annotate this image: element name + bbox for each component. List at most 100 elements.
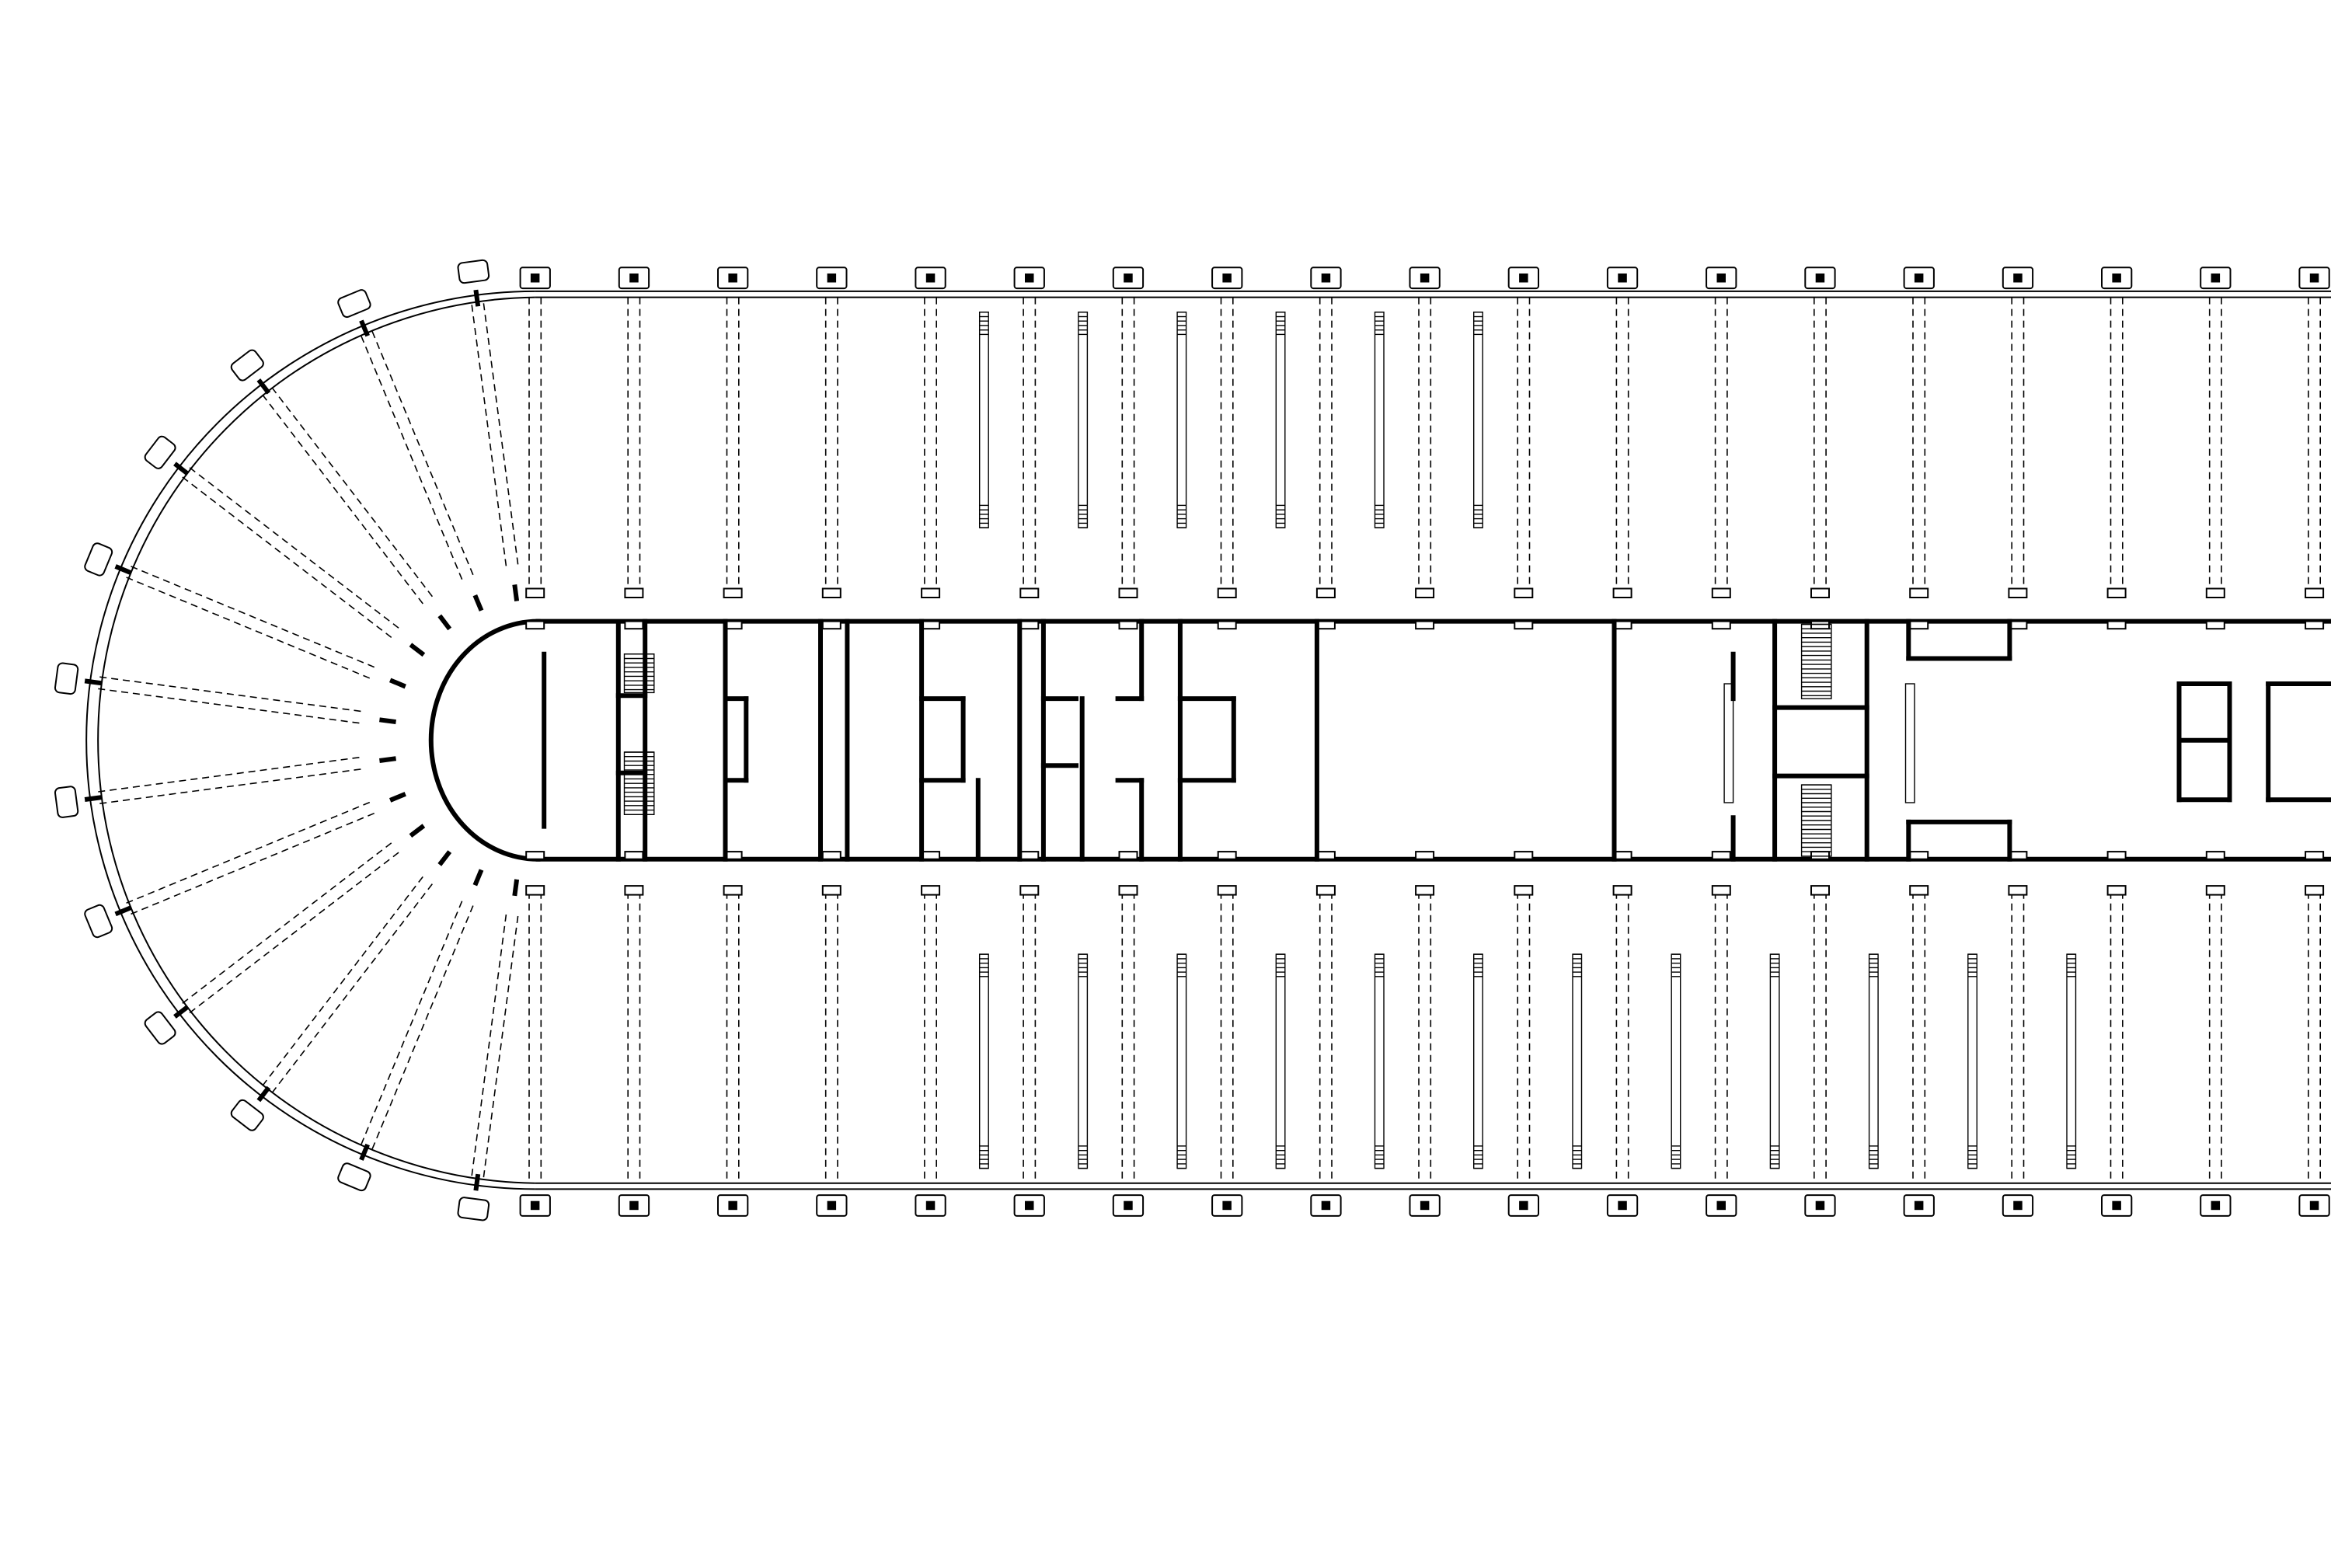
radial-shell-tick [84,795,102,802]
radial-rib-dash [126,577,371,680]
radial-shell-tick [256,378,271,395]
rib-pad-top-core [2211,274,2221,283]
column-corridor-bottom [821,851,841,860]
rib-pad-top-core [1124,274,1133,283]
shell-arc [97,296,535,1184]
stair-bottom [1671,953,1681,1169]
stair-top [978,312,989,528]
stair-bottom [1275,953,1286,1169]
radial-rib-dash [371,904,475,1150]
radial-rib-dash [126,801,371,904]
rib-pad-bottom-core [2013,1200,2023,1211]
rib-pad-bottom-core [1420,1200,1430,1211]
rib-pad-bottom-core [827,1200,837,1211]
radial-rib-dash [483,303,519,566]
radial-rib-stub [512,879,520,897]
column-stub-bottom [1810,885,1830,896]
column-stub-bottom [1217,885,1237,896]
stair-bottom [1769,953,1780,1169]
column-stub-bottom [1315,885,1336,896]
radial-rib-stub [472,869,484,887]
rib-pad-top-core [2013,274,2023,283]
radial-rib-stub [437,850,452,866]
radial-rib-stub [388,678,406,689]
radial-pad-body [337,289,371,319]
column-stub-top [1612,587,1632,598]
column-corridor-bottom [1019,851,1040,860]
radial-rib-dash [131,812,376,915]
rib-pad-bottom-core [2309,1200,2319,1211]
radial-pad [84,542,113,577]
rib-pad-bottom-core [1716,1200,1726,1211]
radial-pad [230,349,264,382]
stair-top [1374,312,1385,528]
radial-rib-dash [131,566,376,668]
column-stub-top [1909,587,1929,598]
radial-rib-dash [271,387,434,598]
bays [519,267,2330,1217]
radial-rib-stub [472,594,484,612]
column-corridor-bottom [921,851,941,860]
column-stub-top [821,587,841,598]
column-corridor-bottom [2305,851,2325,860]
radial-rib-dash [182,841,393,1004]
rib-pad-bottom-core [1025,1200,1034,1211]
rib-pad-bottom-core [1914,1200,1924,1211]
rib-pad-bottom-core [1222,1200,1232,1211]
column-stub-top [1019,587,1040,598]
rib-pad-top-core [1519,274,1528,283]
rib-pad-bottom-core [1519,1200,1528,1211]
column-corridor-top [2205,620,2225,630]
radial-pad [337,289,371,319]
rib-pad-bottom-core [1815,1200,1825,1211]
column-stub-top [1810,587,1830,598]
column-corridor-top [1909,620,1929,630]
core-stair [1800,623,1832,699]
column-stub-top [1118,587,1138,598]
rib-pad-top-core [925,274,936,283]
radial-shell-tick [359,319,370,337]
column-corridor-top [1810,620,1830,630]
radial-shell-tick [114,564,132,575]
column-corridor-bottom [1711,851,1731,860]
radial-shell-tick [359,1143,370,1161]
rib-pad-top-core [2112,274,2121,283]
radial-rib-dash [361,899,463,1145]
radial-pad-body [54,786,79,818]
radial-shell-tick [84,678,102,686]
column-stub-bottom [2305,885,2325,896]
radial-pad-body [84,542,113,577]
column-stub-top [723,587,743,598]
radial-rib-dash [471,305,507,568]
radial-rib-stub [379,756,396,763]
radial-ribs [54,259,520,1221]
column-stub-bottom [2008,885,2028,896]
radial-shell-tick [473,1173,481,1191]
column-stub-top [1315,587,1336,598]
radial-pad [457,1197,490,1221]
shell-arc [85,290,535,1190]
column-corridor-bottom [624,851,644,860]
column-stub-bottom [1415,885,1435,896]
column-corridor-top [821,620,841,630]
column-stub-bottom [1711,885,1731,896]
radial-rib-dash [99,768,363,804]
radial-rib-dash [182,476,393,639]
column-corridor-top [624,620,644,630]
column-stub-top [2008,587,2028,598]
radial-rib-dash [483,915,519,1178]
radial-shell-tick [473,289,481,307]
radial-rib-stub [437,614,452,631]
radial-pad-body [84,904,113,939]
radial-pad-body [144,435,176,469]
radial-pad [337,1162,371,1192]
radial-rib-stub [409,824,426,838]
column-corridor-top [2305,620,2325,630]
radial-shell-tick [114,905,132,917]
column-stub-top [921,587,941,598]
column-stub-top [624,587,644,598]
column-corridor-bottom [2205,851,2225,860]
stair-top [1176,312,1187,528]
